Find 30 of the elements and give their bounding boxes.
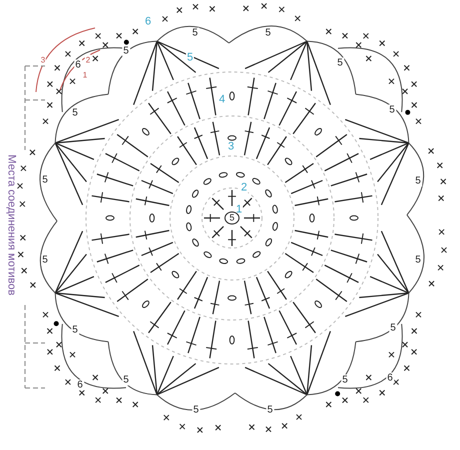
step-number: 2: [84, 54, 92, 66]
chain-count: 5: [71, 324, 79, 336]
chain-count: 5: [414, 176, 422, 186]
chain-count: 5: [389, 322, 397, 334]
ring-count: 5: [224, 212, 240, 224]
chain-count: 5: [122, 374, 130, 386]
chain-count: 6: [76, 380, 84, 390]
round-number: 2: [240, 182, 248, 194]
chain-count: 5: [71, 108, 79, 118]
step-number: 1: [82, 70, 88, 80]
chain-count: 6: [386, 372, 394, 384]
chain-count: 5: [264, 28, 272, 38]
round-number: 1: [234, 204, 244, 216]
chain-count: 5: [414, 254, 422, 266]
chain-count: 5: [341, 374, 349, 386]
chain-count: 5: [336, 58, 344, 68]
chain-count: 5: [266, 404, 274, 416]
chain-count: 5: [122, 46, 130, 56]
chain-count: 5: [41, 254, 49, 266]
chain-count: 5: [41, 174, 49, 186]
chain-count: 6: [74, 60, 82, 70]
round-number: 4: [218, 94, 226, 106]
chain-count: 5: [191, 28, 199, 38]
chain-count: 5: [192, 404, 200, 416]
round-number: 3: [226, 142, 236, 152]
chain-count: 5: [388, 104, 396, 116]
round-number: 5: [186, 52, 194, 64]
round-number: 6: [144, 16, 152, 28]
step-number: 3: [40, 54, 46, 66]
side-note: Места соединения мотивов: [6, 154, 16, 296]
